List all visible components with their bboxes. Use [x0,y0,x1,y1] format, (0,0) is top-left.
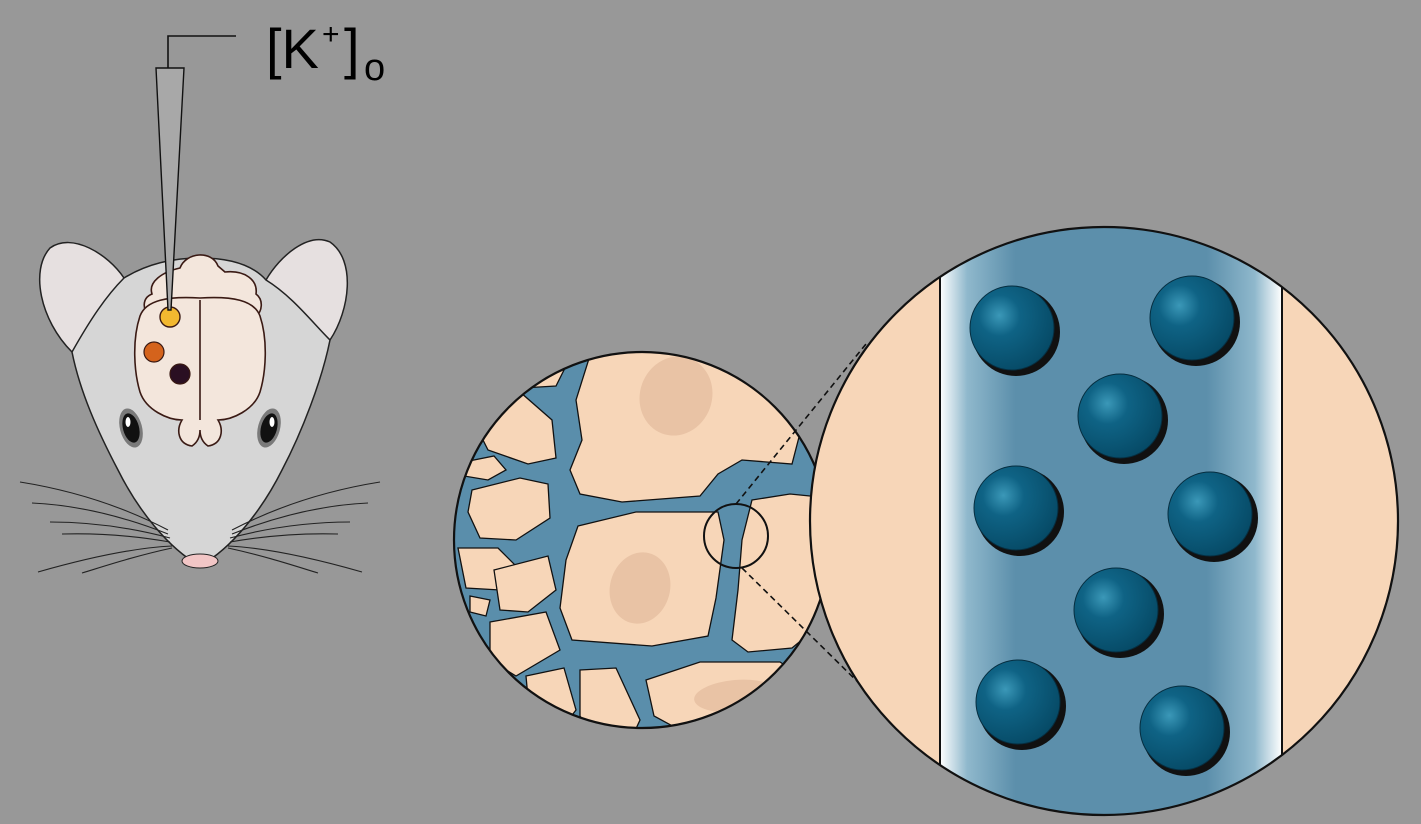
label-main: [K [266,17,319,80]
cell [470,596,490,616]
nose-icon [182,554,218,568]
potassium-label: [K + ] o [266,17,385,89]
mouse-head-icon [20,240,380,573]
tissue-magnification [454,320,866,748]
label-subscript: o [364,47,385,89]
recording-site-orange [144,342,164,362]
recording-site-dark [170,364,190,384]
extracellular-magnification [810,200,1398,824]
cell [508,352,566,388]
label-superscript: + [322,18,340,51]
label-close: ] [344,17,360,80]
